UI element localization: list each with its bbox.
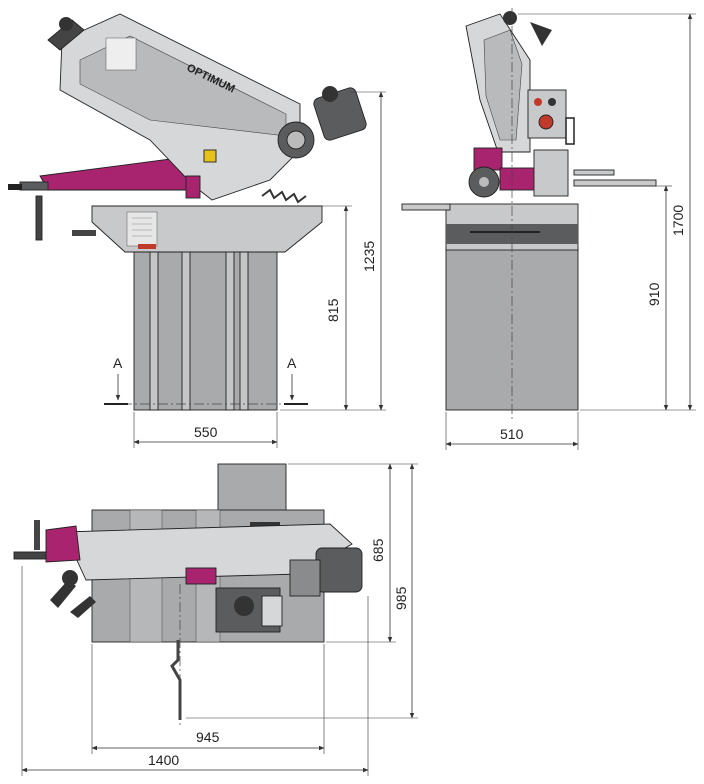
dim-top-width-small: 945	[196, 729, 220, 745]
dim-front-base-width: 550	[194, 424, 218, 440]
dim-top-depth-large: 985	[393, 586, 409, 610]
dim-side-base-width: 510	[500, 426, 524, 442]
dim-side-total-height: 1700	[670, 205, 686, 236]
section-marker-left: A	[113, 355, 123, 371]
front-view: OPTIMUM A A 550 815 1235	[8, 13, 386, 448]
front-motor	[313, 87, 367, 141]
top-motor	[315, 547, 363, 593]
dim-top-width-large: 1400	[148, 752, 179, 768]
top-view: 945 1400 685 985	[13, 463, 418, 776]
dim-front-total-height: 1235	[361, 241, 377, 272]
section-marker-right: A	[287, 355, 297, 371]
dim-front-table-height: 815	[325, 298, 341, 322]
side-control-panel	[527, 89, 567, 139]
dim-top-depth-small: 685	[370, 538, 386, 562]
dim-side-table-height: 910	[646, 282, 662, 306]
side-view: 510 910 1700	[401, 8, 696, 450]
front-table	[91, 205, 323, 253]
